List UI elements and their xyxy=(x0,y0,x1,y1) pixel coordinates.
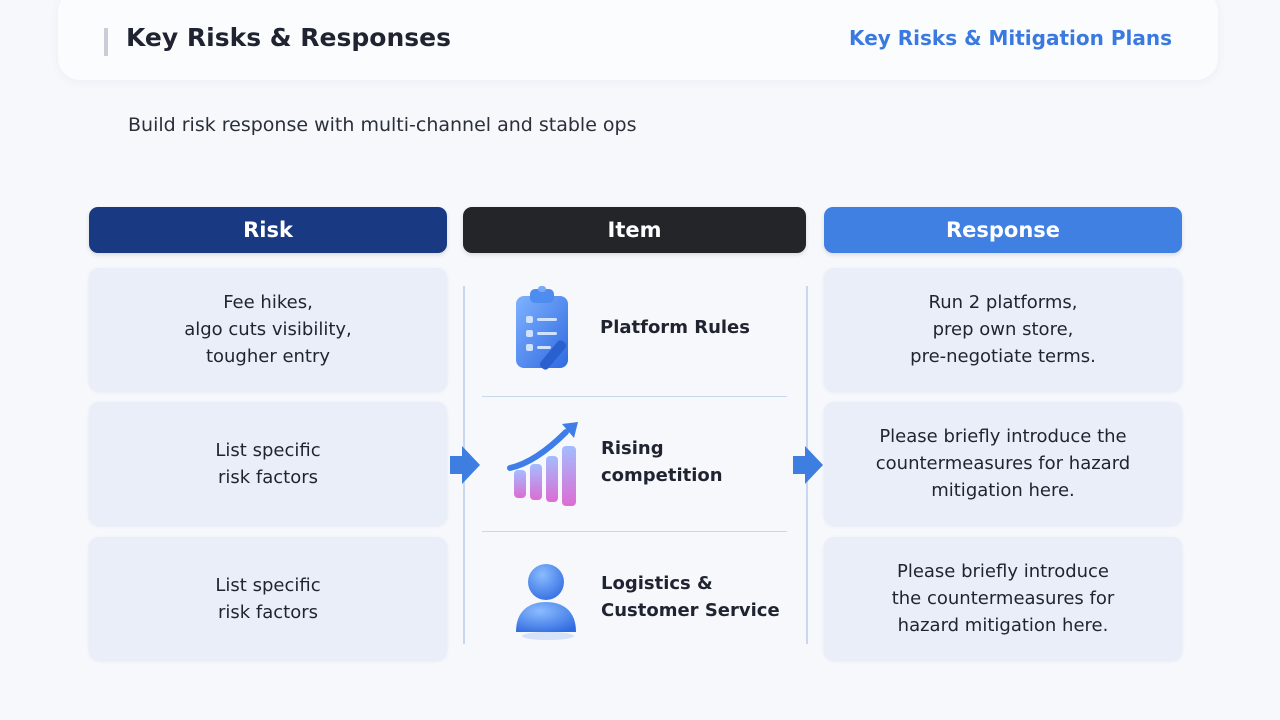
section-label: Key Risks & Mitigation Plans xyxy=(849,26,1172,50)
response-card-3: Please briefly introduce the countermeas… xyxy=(824,537,1182,660)
item-column-header: Item xyxy=(463,207,806,253)
page-subtitle: Build risk response with multi-channel a… xyxy=(128,114,637,136)
item-row-divider-1 xyxy=(482,396,787,397)
risk-card-1: Fee hikes, algo cuts visibility, tougher… xyxy=(89,268,447,391)
item-row-divider-2 xyxy=(482,531,787,532)
item-label-3: Logistics & Customer Service xyxy=(601,573,780,621)
growth-chart-icon xyxy=(507,422,578,506)
response-card-2: Please briefly introduce the countermeas… xyxy=(824,402,1182,525)
risk-column-header: Risk xyxy=(89,207,447,253)
arrow-right-icon xyxy=(450,446,480,484)
item-label-2: Rising competition xyxy=(601,438,723,486)
arrow-right-icon xyxy=(793,446,823,484)
title-accent-bar xyxy=(104,28,108,56)
response-card-1: Run 2 platforms, prep own store, pre-neg… xyxy=(824,268,1182,391)
item-label-1: Platform Rules xyxy=(600,317,750,338)
clipboard-icon xyxy=(516,286,568,370)
risk-card-3: List specific risk factors xyxy=(89,537,447,660)
person-icon xyxy=(516,564,576,640)
response-column-header: Response xyxy=(824,207,1182,253)
header-panel: Key Risks & Responses Key Risks & Mitiga… xyxy=(58,0,1218,80)
risk-card-2: List specific risk factors xyxy=(89,402,447,525)
page-title: Key Risks & Responses xyxy=(126,23,451,52)
